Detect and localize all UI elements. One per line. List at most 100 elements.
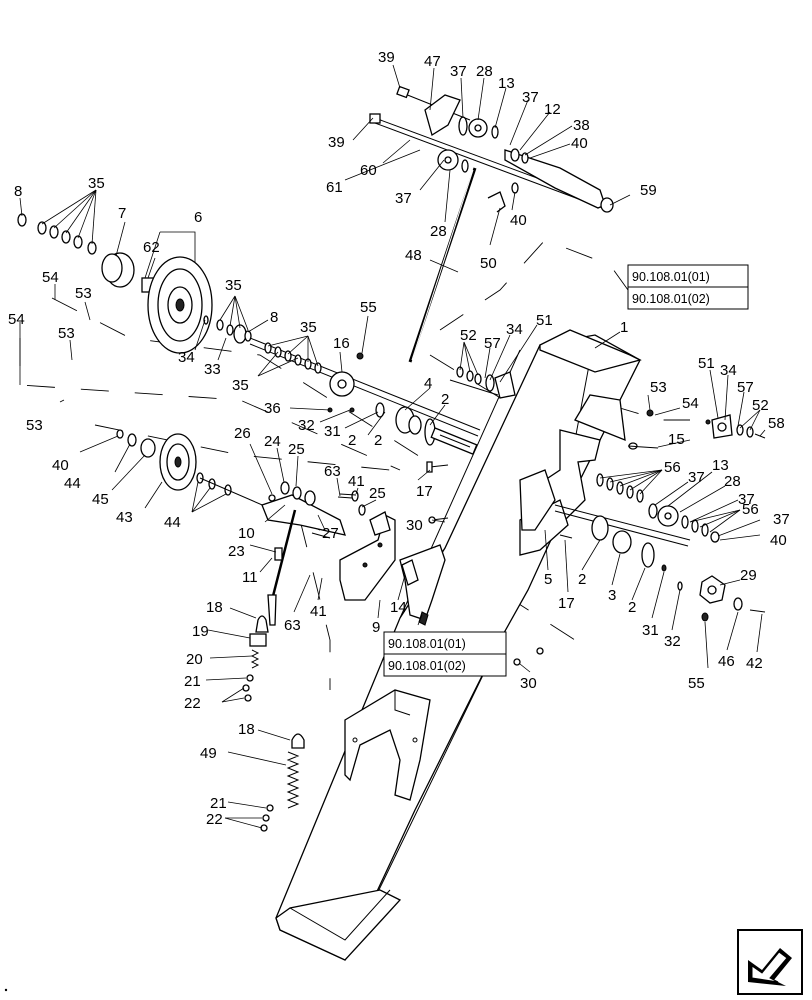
reference-box-upper: 90.108.01(01) 90.108.01(02): [627, 264, 749, 310]
lower-left-pulley-group: [116, 429, 321, 531]
callout-53: 53: [650, 379, 667, 396]
callout-48: 48: [405, 247, 422, 264]
callout-1: 1: [620, 319, 628, 336]
callout-26: 26: [234, 425, 251, 442]
callout-49: 49: [200, 745, 217, 762]
callout-61: 61: [326, 179, 343, 196]
callout-34: 34: [720, 362, 737, 379]
callout-29: 29: [740, 567, 757, 584]
callout-39: 39: [378, 49, 395, 66]
tension-arm-assembly: [261, 481, 366, 626]
reference-link-upper-1[interactable]: 90.108.01(01): [632, 270, 710, 284]
callout-62: 62: [143, 239, 160, 256]
callout-60: 60: [360, 162, 377, 179]
callout-21: 21: [210, 795, 227, 812]
callout-18: 18: [206, 599, 223, 616]
upper-right-cluster: [449, 366, 516, 399]
spring-assemblies: [242, 615, 305, 832]
reference-label: 90.108.01(01): [388, 637, 466, 651]
callout-28: 28: [724, 473, 741, 490]
callout-41: 41: [310, 603, 327, 620]
callout-37: 37: [773, 511, 790, 528]
callout-44: 44: [64, 475, 81, 492]
callout-27: 27: [322, 525, 339, 542]
callout-53: 53: [26, 417, 43, 434]
callout-2: 2: [578, 571, 586, 588]
callout-labels: 39 47 37 28 13 37 12 38 40 39 60 61 37 2…: [8, 49, 790, 828]
top-shaft-assembly: [369, 85, 614, 213]
callout-17: 17: [558, 595, 575, 612]
callout-52: 52: [752, 397, 769, 414]
reference-link-lower-1[interactable]: 90.108.01(01): [388, 637, 466, 651]
callout-5: 5: [544, 571, 552, 588]
callout-2: 2: [348, 432, 356, 449]
callout-18: 18: [238, 721, 255, 738]
callout-35: 35: [300, 319, 317, 336]
leader-lines: [19, 64, 766, 829]
callout-42: 42: [746, 655, 763, 672]
callout-54: 54: [42, 269, 59, 286]
callout-36: 36: [264, 400, 281, 417]
callout-56: 56: [664, 459, 681, 476]
callout-47: 47: [424, 53, 441, 70]
callout-35: 35: [225, 277, 242, 294]
callout-12: 12: [544, 101, 561, 118]
callout-44: 44: [164, 514, 181, 531]
callout-28: 28: [476, 63, 493, 80]
callout-14: 14: [390, 599, 407, 616]
callout-37: 37: [450, 63, 467, 80]
callout-51: 51: [536, 312, 553, 329]
callout-19: 19: [192, 623, 209, 640]
callout-51: 51: [698, 355, 715, 372]
callout-30: 30: [406, 517, 423, 534]
callout-56: 56: [742, 501, 759, 518]
callout-11: 11: [242, 569, 258, 586]
callout-54: 54: [8, 311, 25, 328]
callout-39: 39: [328, 134, 345, 151]
callout-57: 57: [737, 379, 754, 396]
right-bearing-group: [627, 409, 766, 450]
upper-left-pulley-group: [17, 213, 252, 354]
callout-35: 35: [88, 175, 105, 192]
callout-45: 45: [92, 491, 109, 508]
callout-23: 23: [228, 543, 245, 560]
callout-53: 53: [75, 285, 92, 302]
callout-2: 2: [441, 391, 449, 408]
callout-28: 28: [430, 223, 447, 240]
corner-dot: [4, 988, 8, 992]
callout-3: 3: [608, 587, 616, 604]
callout-13: 13: [712, 457, 729, 474]
callout-4: 4: [424, 375, 432, 392]
callout-50: 50: [480, 255, 497, 272]
callout-43: 43: [116, 509, 133, 526]
reference-link-upper-2[interactable]: 90.108.01(02): [632, 292, 710, 306]
callout-52: 52: [460, 327, 477, 344]
callout-54: 54: [682, 395, 699, 412]
callout-2: 2: [374, 432, 382, 449]
callout-58: 58: [768, 415, 785, 432]
section-dash-lines: [19, 239, 690, 690]
next-arrow-icon[interactable]: [737, 929, 803, 995]
callout-7: 7: [118, 205, 126, 222]
callout-31: 31: [324, 423, 341, 440]
callout-40: 40: [52, 457, 69, 474]
reference-link-lower-2[interactable]: 90.108.01(02): [388, 659, 466, 673]
callout-38: 38: [573, 117, 590, 134]
callout-25: 25: [369, 485, 386, 502]
callout-37: 37: [522, 89, 539, 106]
reference-label: 90.108.01(02): [632, 292, 710, 306]
callout-55: 55: [360, 299, 377, 316]
callout-6: 6: [194, 209, 202, 226]
callout-21: 21: [184, 673, 201, 690]
callout-32: 32: [664, 633, 681, 650]
callout-33: 33: [204, 361, 221, 378]
callout-17: 17: [416, 483, 433, 500]
callout-55: 55: [688, 675, 705, 692]
upper-drive-shaft: [249, 337, 481, 455]
callout-53: 53: [58, 325, 75, 342]
callout-46: 46: [718, 653, 735, 670]
callout-15: 15: [668, 431, 685, 448]
callout-41: 41: [348, 473, 365, 490]
reference-label: 90.108.01(02): [388, 659, 466, 673]
callout-8: 8: [14, 183, 22, 200]
